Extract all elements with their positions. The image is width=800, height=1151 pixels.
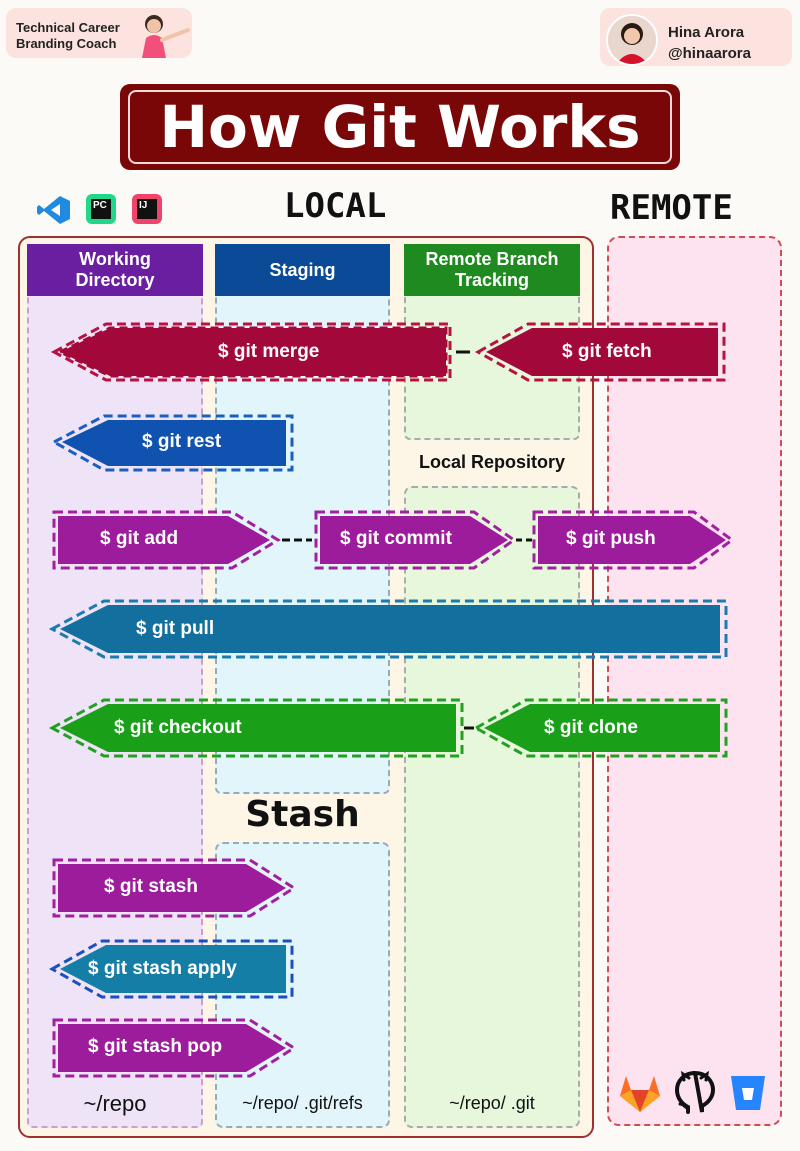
git-add-label: $ git add xyxy=(100,528,179,549)
git-add-arrow[interactable] xyxy=(52,510,281,570)
local-repository-path: ~/repo/ .git xyxy=(449,1093,535,1113)
git-clone-arrow[interactable] xyxy=(472,698,728,758)
git-stash-pop-label: $ git stash pop xyxy=(88,1036,223,1057)
git-stash-apply-label: $ git stash apply xyxy=(88,958,237,979)
git-merge-label: $ git merge xyxy=(218,341,320,362)
pycharm-icon: PC xyxy=(86,194,116,224)
git-commit-label: $ git commit xyxy=(340,528,452,549)
vscode-icon xyxy=(37,196,70,224)
working-directory-header-line-1: Working xyxy=(79,249,151,269)
author-name: Hina Arora xyxy=(668,24,745,41)
git-merge-arrow[interactable] xyxy=(50,322,452,382)
title-banner-border xyxy=(128,90,672,164)
working-directory-path: ~/repo xyxy=(83,1091,147,1116)
badge-line-2: Branding Coach xyxy=(16,36,117,51)
git-rest-arrow[interactable] xyxy=(50,414,294,472)
git-checkout-label: $ git checkout xyxy=(114,717,242,738)
git-commit-arrow[interactable] xyxy=(314,510,517,570)
gitlab-icon xyxy=(620,1076,660,1112)
git-stash-apply-arrow[interactable] xyxy=(48,939,294,999)
author-handle: @hinaarora xyxy=(668,45,751,62)
staging-path: ~/repo/ .git/refs xyxy=(242,1093,363,1113)
stash-label: Stash xyxy=(245,794,360,835)
coach-badge-text: Technical Career Branding Coach xyxy=(16,20,120,52)
staging-header: Staging xyxy=(215,244,390,296)
git-pull-arrow[interactable] xyxy=(48,599,728,659)
author-avatar xyxy=(606,14,658,66)
git-fetch-arrow[interactable] xyxy=(474,322,726,382)
git-push-label: $ git push xyxy=(566,528,656,549)
github-icon xyxy=(674,1070,716,1114)
author-text: Hina Arora @hinaarora xyxy=(668,22,751,64)
git-stash-pop-arrow[interactable] xyxy=(52,1018,297,1078)
git-pull-label: $ git pull xyxy=(136,618,215,639)
bitbucket-icon xyxy=(731,1076,765,1110)
git-checkout-arrow[interactable] xyxy=(48,698,464,758)
git-rest-label: $ git rest xyxy=(142,431,222,452)
remote-frame xyxy=(607,236,782,1126)
coach-illustration-icon xyxy=(142,15,190,58)
intellij-icon-label: IJ xyxy=(137,199,157,219)
remote-branch-tracking-header-line-2: Tracking xyxy=(454,270,530,290)
git-stash-label: $ git stash xyxy=(104,876,198,897)
local-section-label: LOCAL xyxy=(284,186,387,226)
git-push-arrow[interactable] xyxy=(532,510,735,570)
git-stash-arrow[interactable] xyxy=(52,858,297,918)
page-title: How Git Works xyxy=(159,93,641,161)
local-repository-label: Local Repository xyxy=(418,452,566,472)
badge-line-1: Technical Career xyxy=(16,20,120,35)
working-directory-header-line-2: Directory xyxy=(75,270,155,290)
title-banner xyxy=(120,84,680,170)
local-repository-column xyxy=(404,486,580,1128)
intellij-icon: IJ xyxy=(132,194,162,224)
pycharm-icon-label: PC xyxy=(91,199,111,219)
git-fetch-label: $ git fetch xyxy=(562,341,652,362)
remote-branch-tracking-header-line-1: Remote Branch xyxy=(425,249,559,269)
git-clone-label: $ git clone xyxy=(544,717,638,738)
remote-section-label: REMOTE xyxy=(610,188,733,228)
